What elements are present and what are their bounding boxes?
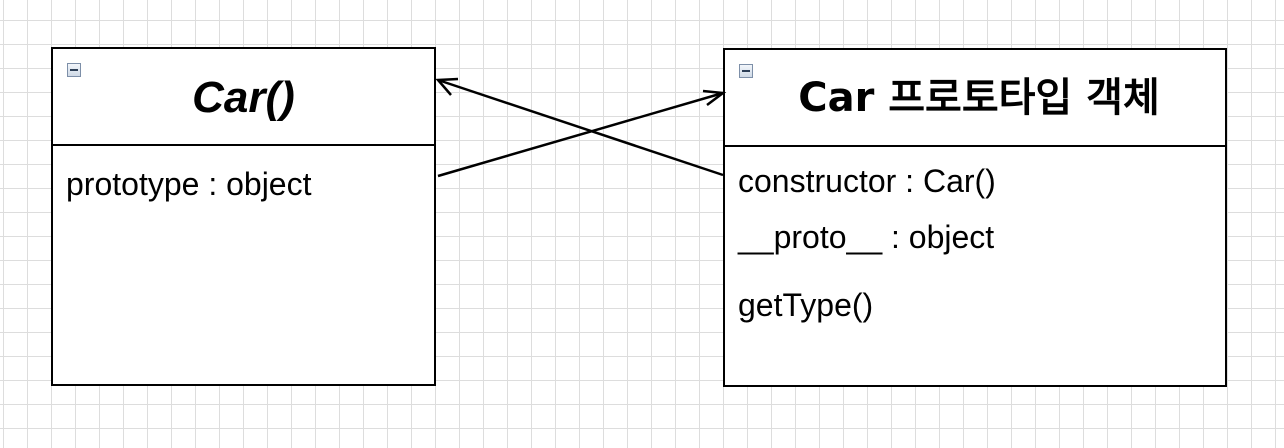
class-member-prototype: prototype : object: [66, 166, 312, 202]
prototype-connector[interactable]: [437, 91, 724, 178]
class-member-gettype: getType(): [738, 287, 874, 323]
arrowhead-icon: [435, 77, 459, 96]
collapse-icon[interactable]: [67, 63, 81, 77]
car-prototype-class[interactable]: Car 프로토타입 객체 constructor : Car() __proto…: [723, 48, 1227, 387]
class-member-constructor: constructor : Car(): [738, 163, 996, 199]
car-constructor-class[interactable]: Car() prototype : object: [51, 47, 436, 386]
arrowhead-icon: [702, 89, 727, 106]
class-header: Car(): [53, 49, 434, 146]
class-member-proto: __proto__ : object: [738, 219, 995, 255]
class-header: Car 프로토타입 객체: [725, 50, 1225, 147]
class-title: Car 프로토타입 객체: [798, 75, 1160, 121]
class-title: Car(): [192, 73, 295, 122]
constructor-connector[interactable]: [437, 78, 724, 177]
collapse-icon[interactable]: [739, 64, 753, 78]
